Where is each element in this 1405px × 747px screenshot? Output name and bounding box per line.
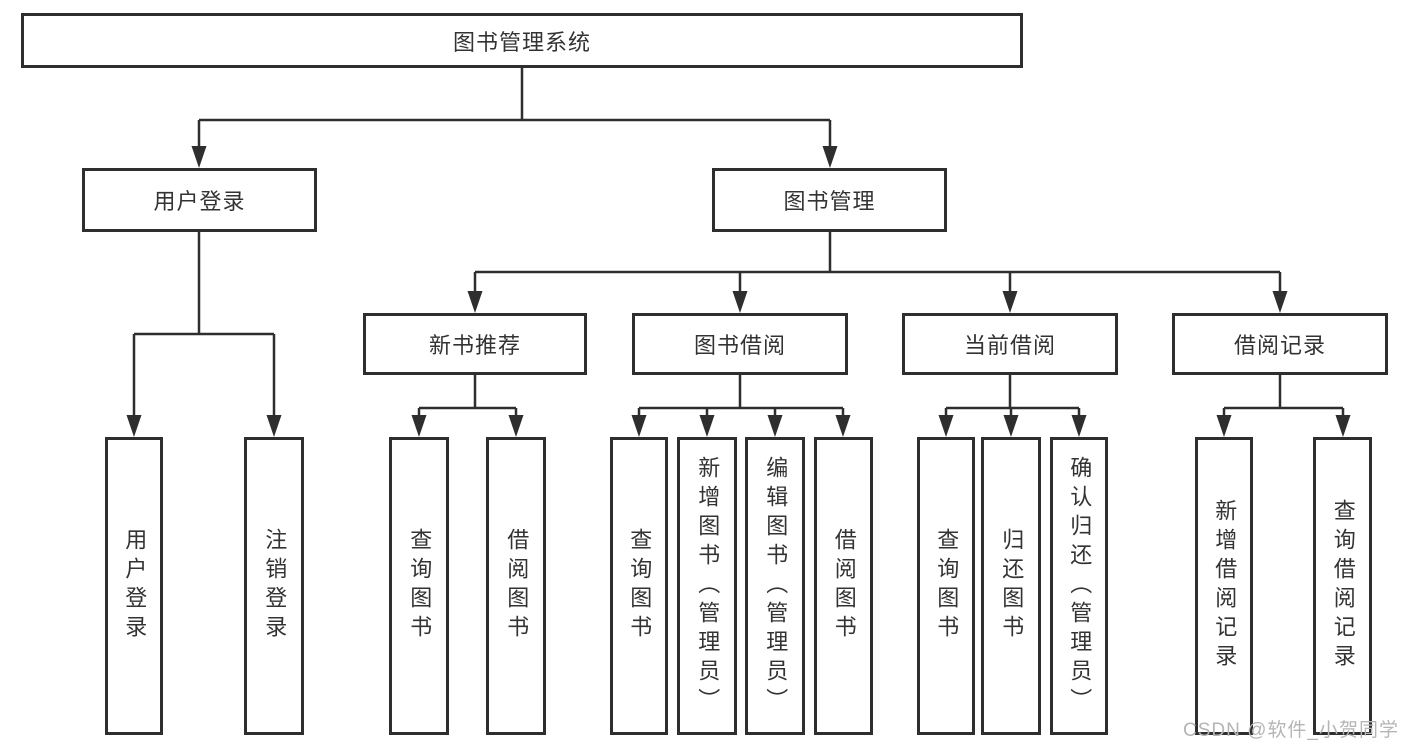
leaf-return-book: 归还图书	[981, 437, 1041, 735]
leaf-query-books-recommend: 查询图书	[389, 437, 449, 735]
leaf-query-books-current-label: 查询图书	[934, 528, 960, 644]
leaf-add-borrow-record-label: 新增借阅记录	[1212, 499, 1238, 673]
node-user-login-label: 用户登录	[153, 189, 246, 214]
node-current-borrowing-label: 当前借阅	[963, 333, 1056, 358]
node-borrowing-records: 借阅记录	[1172, 313, 1388, 375]
leaf-borrow-books-borrowing: 借阅图书	[814, 437, 873, 735]
node-book-management: 图书管理	[712, 168, 947, 232]
leaf-logout: 注销登录	[244, 437, 304, 735]
node-book-management-label: 图书管理	[783, 189, 876, 214]
node-new-book-recommend-label: 新书推荐	[428, 333, 521, 358]
leaf-add-borrow-record: 新增借阅记录	[1195, 437, 1253, 735]
leaf-edit-book-admin: 编辑图书（管理员）	[745, 437, 805, 735]
root-node: 图书管理系统	[21, 13, 1023, 68]
arrowheads	[126, 146, 1351, 437]
leaf-query-books-current: 查询图书	[917, 437, 975, 735]
leaf-borrow-books-borrowing-label: 借阅图书	[831, 528, 857, 644]
leaf-query-books-recommend-label: 查询图书	[407, 528, 433, 644]
leaf-query-borrow-record: 查询借阅记录	[1313, 437, 1372, 735]
leaf-borrow-books-recommend: 借阅图书	[486, 437, 546, 735]
node-new-book-recommend: 新书推荐	[363, 313, 587, 375]
node-borrowing-records-label: 借阅记录	[1233, 333, 1326, 358]
leaf-query-borrow-record-label: 查询借阅记录	[1330, 499, 1356, 673]
leaf-confirm-return-admin: 确认归还（管理员）	[1050, 437, 1108, 735]
leaf-confirm-return-admin-label: 确认归还（管理员）	[1067, 455, 1093, 717]
leaf-query-books-borrowing: 查询图书	[610, 437, 668, 735]
node-book-borrowing: 图书借阅	[632, 313, 848, 375]
leaf-user-login-label: 用户登录	[122, 528, 148, 644]
leaf-logout-label: 注销登录	[262, 528, 288, 644]
csdn-watermark: CSDN @软件_小贺同学	[1183, 720, 1399, 741]
leaf-query-books-borrowing-label: 查询图书	[627, 528, 653, 644]
leaf-borrow-books-recommend-label: 借阅图书	[504, 528, 530, 644]
leaf-add-book-admin-label: 新增图书（管理员）	[695, 455, 721, 717]
node-user-login: 用户登录	[82, 168, 317, 232]
node-current-borrowing: 当前借阅	[902, 313, 1118, 375]
leaf-edit-book-admin-label: 编辑图书（管理员）	[763, 455, 789, 717]
leaf-add-book-admin: 新增图书（管理员）	[677, 437, 737, 735]
node-book-borrowing-label: 图书借阅	[693, 333, 786, 358]
leaf-return-book-label: 归还图书	[999, 528, 1025, 644]
leaf-user-login: 用户登录	[105, 437, 163, 735]
root-node-label: 图书管理系统	[452, 29, 591, 55]
